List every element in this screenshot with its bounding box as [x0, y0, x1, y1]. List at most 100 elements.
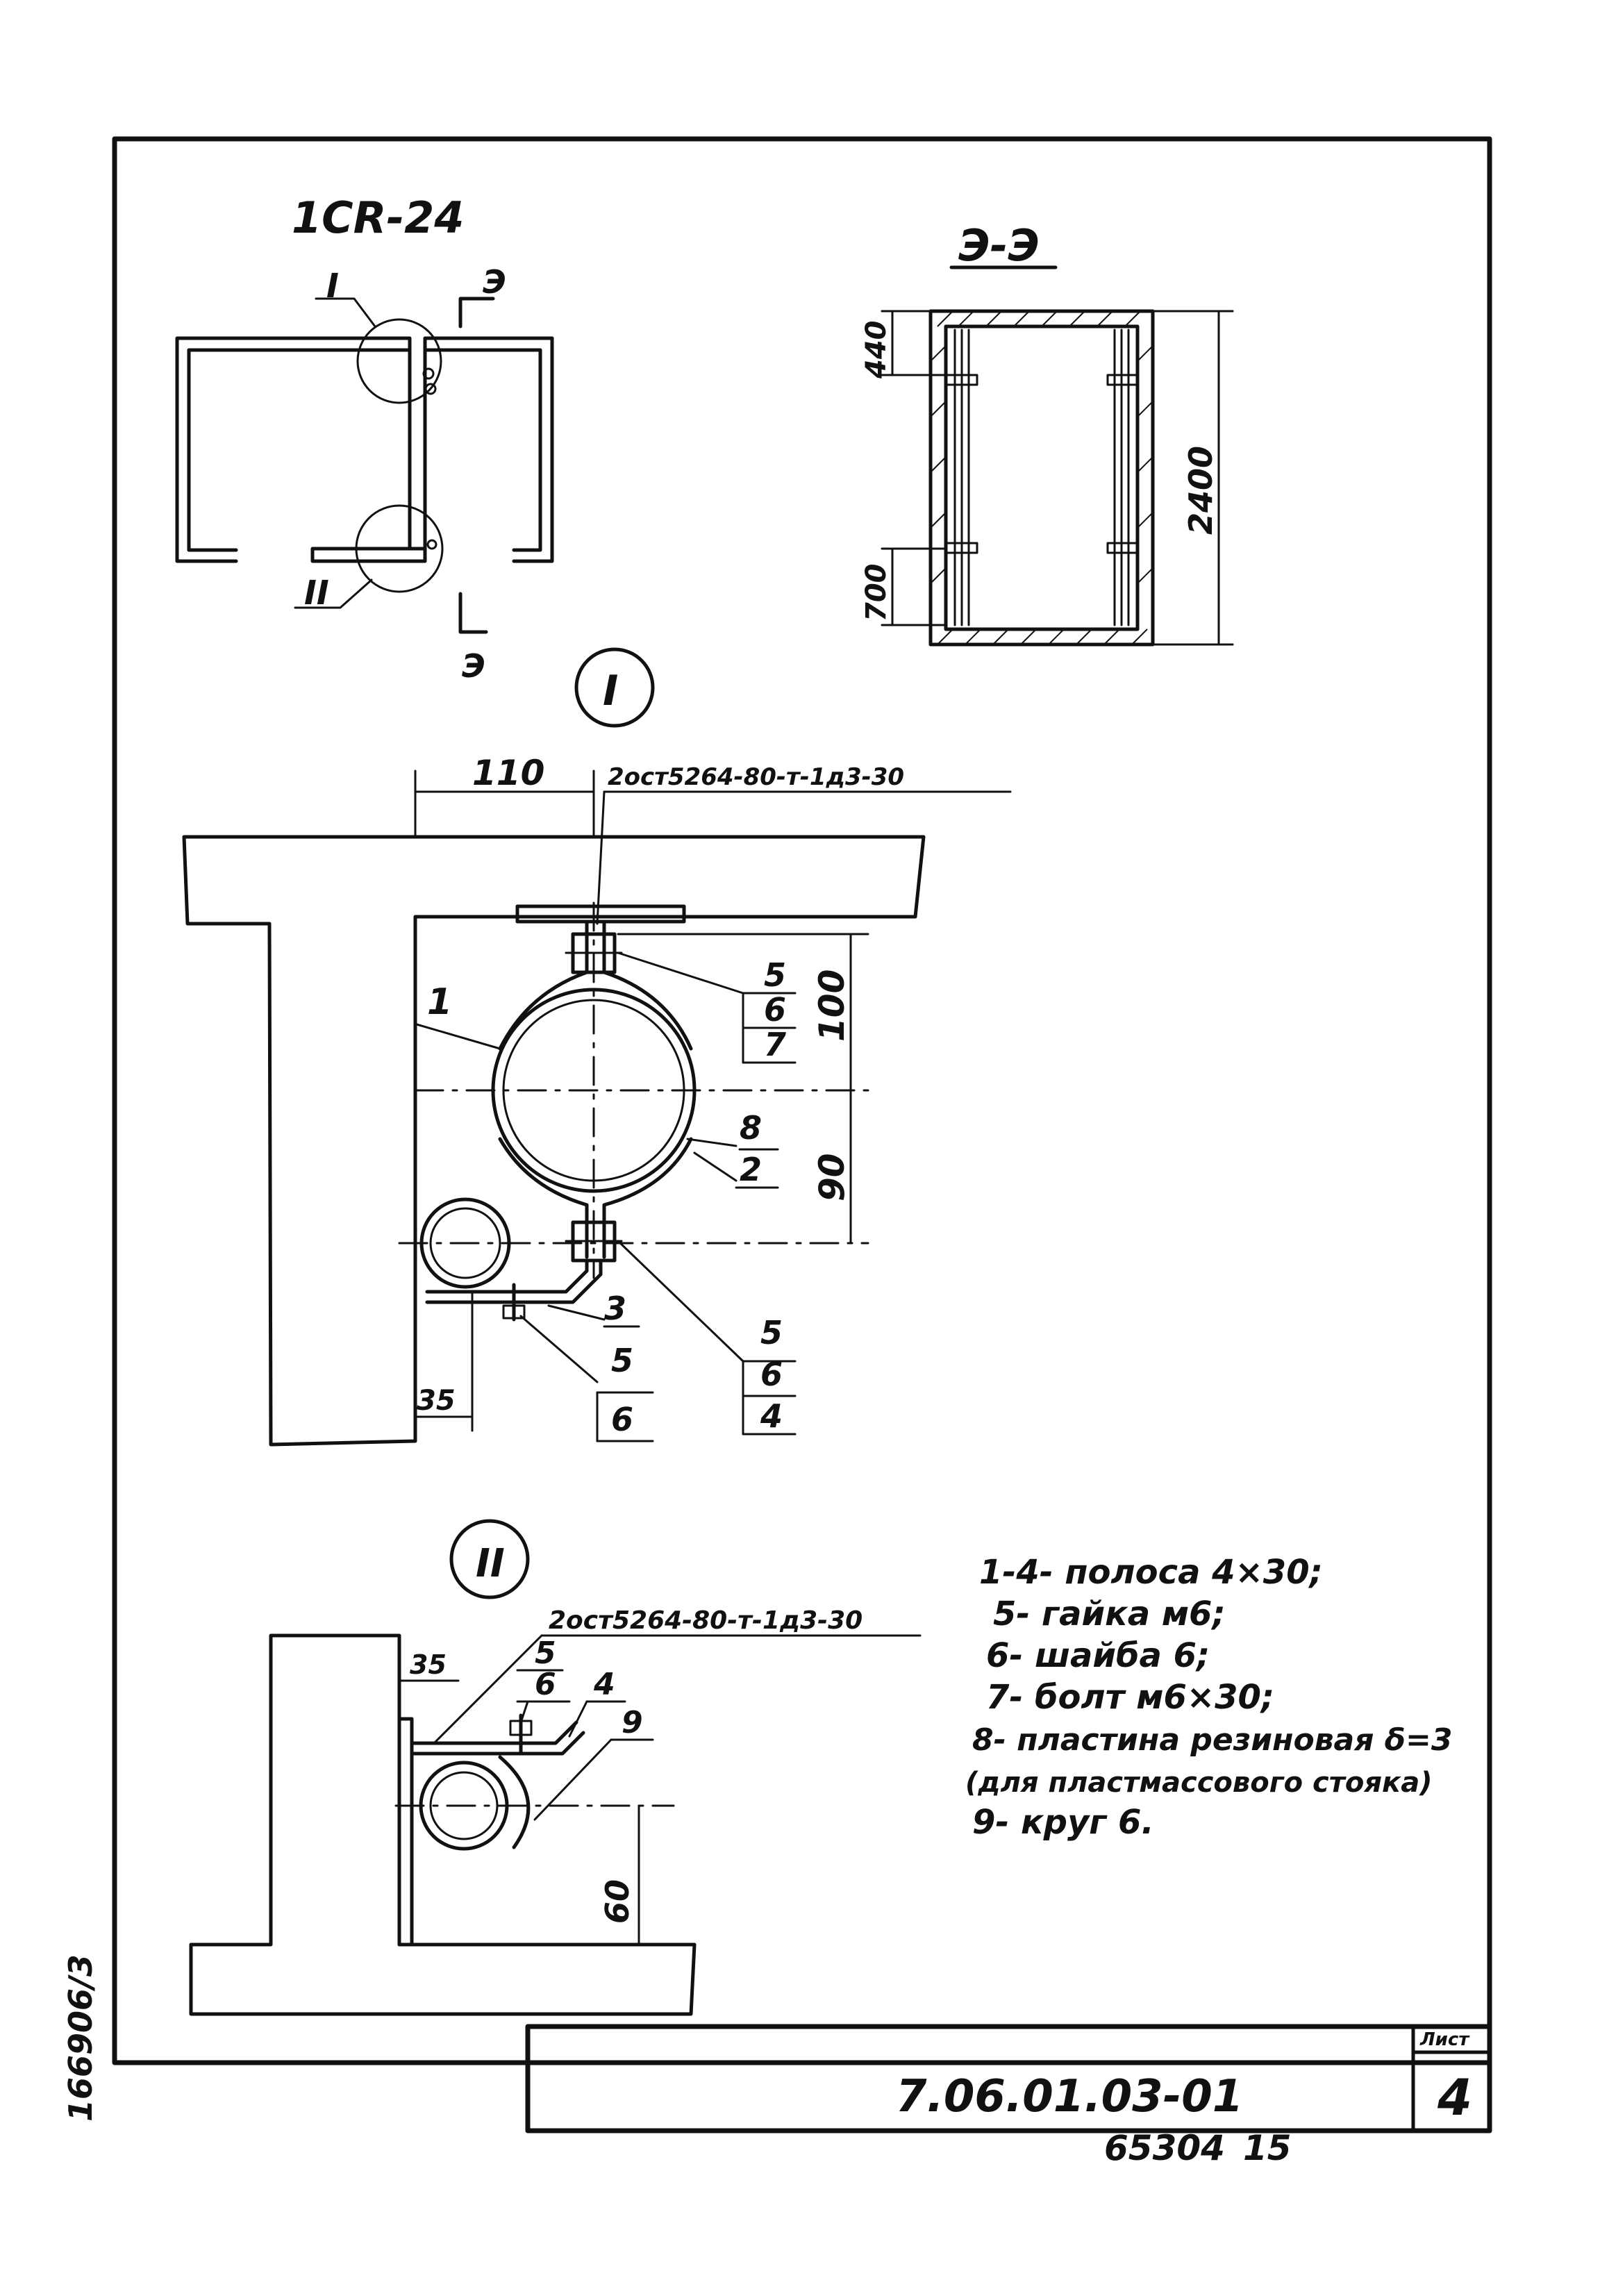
callout-3-leader [547, 1304, 606, 1321]
detail-I: I 110 2ост5264-80-т-1д3-30 100 90 [182, 647, 1012, 1447]
callout-top-leader [617, 951, 744, 995]
pipe-II-inner [429, 1771, 499, 1840]
leader-II [294, 579, 373, 609]
bracket-nut [502, 1304, 526, 1320]
dim-height-label: 2400 [1182, 446, 1219, 535]
side-number: 166906/3 [62, 1954, 99, 2122]
standard-ref-II-leader [433, 1634, 543, 1745]
clamp-top-right [602, 922, 693, 1051]
callout-II-6: 6 [535, 1667, 556, 1702]
section-title: 1СR-24 [292, 192, 464, 243]
bottom-code: 65304 [1104, 2128, 1225, 2168]
legend-line-7: 9- круг 6. [972, 1803, 1154, 1842]
clamp-bottom-left [498, 1137, 589, 1259]
title-block-frame [525, 2024, 1492, 2133]
bracket-strip-II [410, 1720, 578, 1745]
dim-bottom-label: 700 [860, 564, 892, 622]
callout-II-6-leader [519, 1700, 529, 1724]
legend: 1-4- полоса 4×30; 5- гайка м6; 6- шайба … [965, 1553, 1453, 1842]
clamp-right-bottom [1106, 542, 1139, 554]
vertical-pipes-right [1113, 328, 1130, 626]
callout-8-leader [686, 1138, 738, 1147]
detail-II: II 2ост5264-80-т-1д3-30 35 60 5 6 4 9 [189, 1519, 922, 2016]
legend-line-3: 6- шайба 6; [986, 1636, 1210, 1675]
standard-ref-I-leader [596, 790, 606, 925]
callout-top-b: 6 [764, 991, 786, 1029]
right-channel [423, 336, 554, 563]
slab-and-column [182, 835, 926, 1447]
callout-mid-a: 5 [611, 1342, 633, 1379]
standard-ref-I: 2ост5264-80-т-1д3-30 [608, 763, 904, 791]
dim-60-label: 60 [599, 1879, 636, 1924]
title-block: 7.06.01.03-01 Лист 4 [525, 2024, 1492, 2133]
mark-I: I [326, 267, 339, 306]
bolt-hole-1 [422, 367, 435, 380]
bracket-strip-2 [425, 1258, 603, 1304]
callout-8: 8 [740, 1109, 762, 1147]
mark-II: II [304, 574, 329, 613]
cut-mark-top [458, 297, 495, 328]
bottom-bracket [310, 547, 427, 563]
callout-mid-b: 6 [611, 1401, 633, 1438]
bolt-hole-3 [426, 539, 438, 550]
callout-II-4-leader [568, 1700, 588, 1738]
small-pipe-inner [429, 1207, 501, 1279]
legend-line-4: 7- болт м6×30; [986, 1678, 1274, 1717]
view-title: Э-Э [958, 220, 1040, 271]
callout-II-9: 9 [622, 1705, 643, 1740]
cut-mark-top-label: Э [483, 263, 506, 301]
mounting-plate [515, 904, 686, 924]
bracket-strip [425, 1258, 589, 1294]
clamp-left-top [944, 374, 978, 386]
sheet-frame [112, 136, 1492, 2065]
wall-hatching [930, 310, 1153, 645]
leader-I [315, 297, 376, 328]
detail-II-label: II [476, 1541, 505, 1586]
callout-1-leader [415, 1023, 501, 1050]
clamp-top-left [498, 922, 589, 1051]
callout-bottom-a: 5 [760, 1314, 783, 1351]
section-plan: 1СR-24 I II Э Э [175, 192, 554, 685]
detail-I-label: I [603, 667, 618, 715]
callout-II-9-leader [533, 1738, 612, 1821]
dim-100-label: 100 [812, 970, 852, 1042]
rod-9 [498, 1755, 531, 1849]
view-outer-box [928, 309, 1155, 647]
legend-line-1: 1-4- полоса 4×30; [979, 1553, 1323, 1592]
dim-110-label: 110 [472, 753, 544, 793]
callout-bottom-c: 4 [760, 1397, 783, 1435]
callout-3: 3 [604, 1290, 626, 1327]
callout-top-c: 7 [764, 1026, 786, 1063]
callout-II-4: 4 [593, 1667, 615, 1702]
callout-1: 1 [427, 981, 452, 1023]
bolt-hole-2 [424, 383, 437, 395]
detail-circle-I [356, 318, 442, 404]
sheet-number: 4 [1437, 2068, 1472, 2127]
legend-line-5: 8- пластина резиновая δ=3 [972, 1722, 1453, 1758]
cut-mark-bottom-label: Э [462, 647, 485, 685]
column-and-slab-II [189, 1633, 697, 2016]
clamp-right-top [1106, 374, 1139, 386]
dim-top-label: 440 [860, 321, 892, 380]
callout-2: 2 [740, 1151, 762, 1188]
sheet-label: Лист [1419, 2029, 1470, 2050]
callout-2-leader [693, 1151, 738, 1182]
cut-mark-bottom [458, 592, 488, 634]
detail-II-marker [449, 1519, 530, 1599]
clamp-bottom-right [602, 1137, 693, 1259]
view-section: Э-Э [860, 220, 1234, 647]
legend-line-2: 5- гайка м6; [993, 1595, 1226, 1633]
dim-90-label: 90 [812, 1153, 852, 1201]
callout-II-5: 5 [535, 1636, 556, 1671]
legend-line-6: (для пластмассового стояка) [965, 1767, 1432, 1799]
callout-mid-leader [519, 1315, 599, 1383]
callout-bottom-leader [617, 1240, 744, 1363]
small-pipe-outer [419, 1197, 511, 1289]
view-inner-box [944, 324, 1140, 631]
detail-circle-II [355, 504, 444, 593]
wall-plate [397, 1717, 414, 1947]
detail-I-marker [574, 647, 655, 728]
bottom-number: 15 [1243, 2128, 1292, 2168]
callout-top-a: 5 [764, 956, 786, 994]
